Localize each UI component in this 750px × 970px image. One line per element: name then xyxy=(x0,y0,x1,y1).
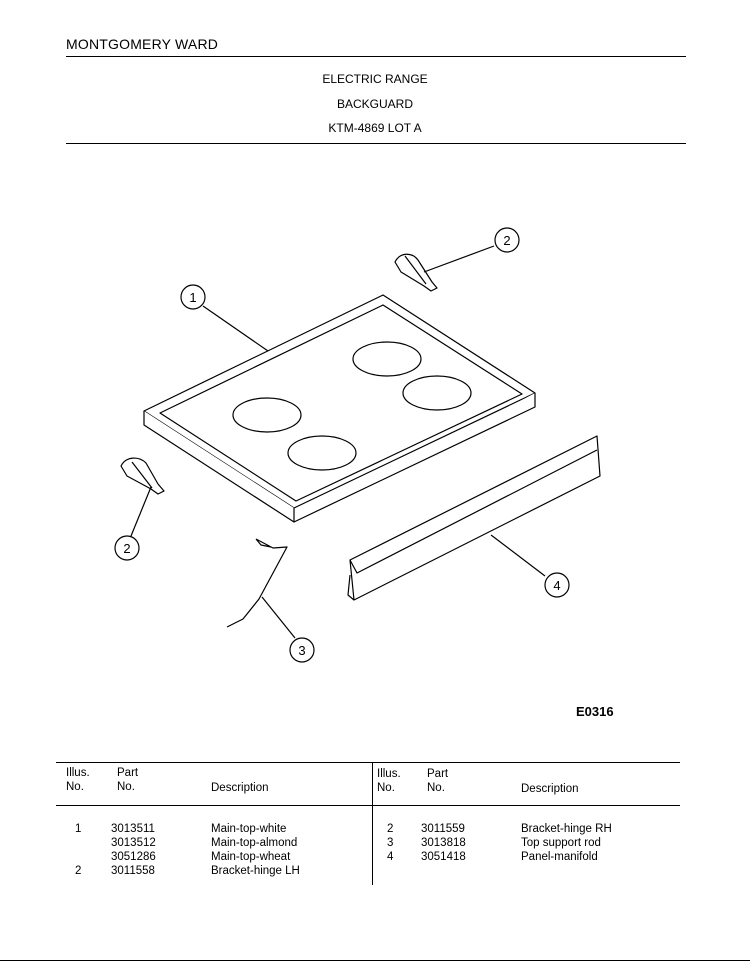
table-cell: Bracket-hinge LH xyxy=(211,865,300,877)
table-cell: 3013511 xyxy=(111,823,155,835)
header-rule xyxy=(66,56,686,57)
header-partno-left: No. xyxy=(117,781,135,793)
title-rule xyxy=(66,143,686,144)
table-cell: 3011558 xyxy=(111,865,155,877)
callout-2-left: 2 xyxy=(114,535,140,561)
table-cell: 1 xyxy=(75,823,82,835)
brand-name: MONTGOMERY WARD xyxy=(66,36,219,52)
table-top-rule xyxy=(56,762,680,763)
header-no-right: No. xyxy=(377,782,395,794)
bracket-hinge-lh-illustration xyxy=(120,457,165,495)
header-illus-left: Illus. xyxy=(66,767,90,779)
table-cell: 2 xyxy=(75,865,82,877)
support-rod-illustration xyxy=(226,538,288,628)
table-cell: 3013512 xyxy=(111,837,156,849)
table-cell: Bracket-hinge RH xyxy=(521,823,612,835)
bracket-hinge-rh-illustration xyxy=(394,253,438,292)
panel-manifold-illustration xyxy=(347,435,601,601)
title-section: BACKGUARD xyxy=(336,97,413,111)
callout-2-top: 2 xyxy=(494,227,520,253)
table-cell: 3 xyxy=(387,837,394,849)
callout-3: 3 xyxy=(289,637,315,663)
table-cell: Main-top-wheat xyxy=(211,851,291,863)
title-model: KTM-4869 LOT A xyxy=(328,121,422,135)
table-cell: 3013818 xyxy=(421,837,466,849)
title-product: ELECTRIC RANGE xyxy=(322,72,428,86)
callout-2-left-label: 2 xyxy=(123,541,130,556)
table-cell: 3011559 xyxy=(421,823,465,835)
main-top-illustration xyxy=(143,294,536,523)
table-cell: 4 xyxy=(387,851,394,863)
callout-1: 1 xyxy=(180,284,206,310)
header-part-right: Part xyxy=(427,768,449,780)
table-cell: 3051418 xyxy=(421,851,466,863)
callout-1-label: 1 xyxy=(189,290,196,305)
table-header-rule xyxy=(56,805,680,806)
header-no-left: No. xyxy=(66,781,84,793)
header-illus-right: Illus. xyxy=(377,768,401,780)
table-divider xyxy=(372,762,373,885)
header-desc-left: Description xyxy=(211,782,269,794)
diagram-code: E0316 xyxy=(576,704,614,719)
callout-4-label: 4 xyxy=(553,578,560,593)
header-desc-right: Description xyxy=(521,783,579,795)
callout-3-label: 3 xyxy=(298,643,305,658)
table-cell: 2 xyxy=(387,823,394,835)
table-cell: Main-top-white xyxy=(211,823,287,835)
callout-2-top-label: 2 xyxy=(503,233,510,248)
parts-diagram: 1 2 2 3 4 xyxy=(114,227,601,663)
table-cell: Top support rod xyxy=(521,837,601,849)
table-cell: Panel-manifold xyxy=(521,851,598,863)
header-partno-right: No. xyxy=(427,782,445,794)
table-cell: Main-top-almond xyxy=(211,837,298,849)
header-part-left: Part xyxy=(117,767,139,779)
footer-rule xyxy=(0,960,750,961)
callout-4: 4 xyxy=(544,572,570,598)
table-cell: 3051286 xyxy=(111,851,156,863)
